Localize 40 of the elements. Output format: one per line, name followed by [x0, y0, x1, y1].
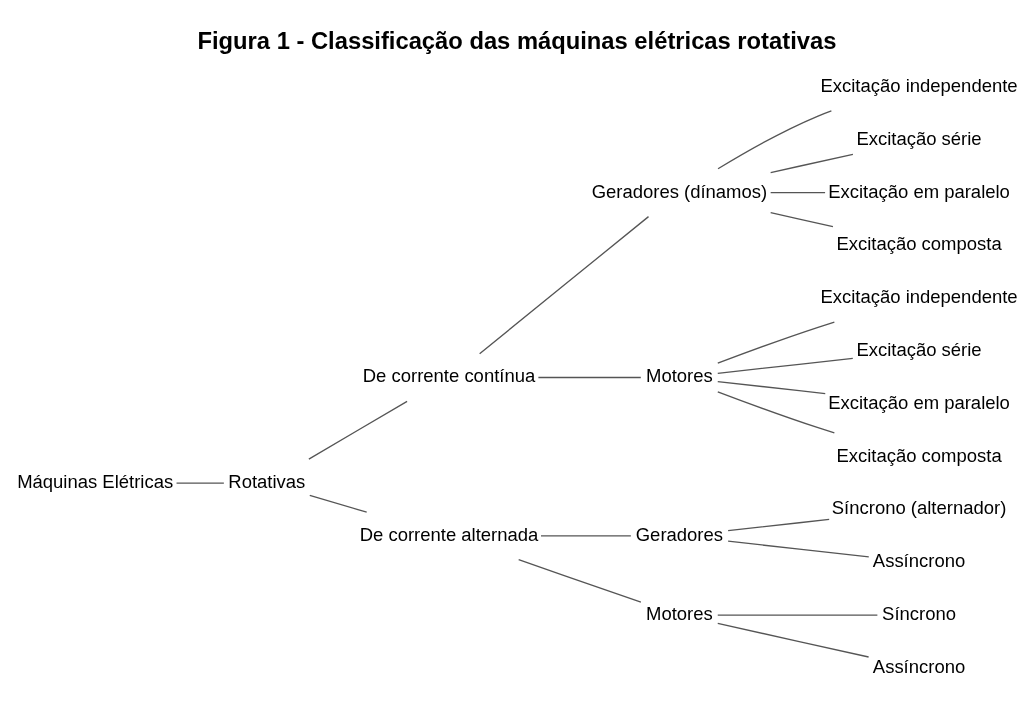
connector [308, 400, 408, 460]
node-text: Geradores [635, 523, 724, 545]
node-text: Excitação série [856, 127, 982, 149]
connector [309, 494, 368, 513]
node-text: Excitação independente [820, 286, 1018, 308]
node-text: Excitação em paralelo [828, 180, 1010, 202]
diagram-title: Figura 1 - Classificação das máquinas elétricas rotativas [197, 27, 837, 55]
connector [717, 391, 835, 434]
connector [717, 622, 870, 658]
connector [770, 153, 854, 174]
connector [717, 380, 826, 395]
connector [717, 357, 854, 375]
node-text: Excitação em paralelo [828, 391, 1010, 413]
node-text: Máquinas Elétricas [17, 470, 174, 492]
connector [717, 321, 835, 364]
connector [770, 192, 826, 194]
connector [478, 215, 650, 355]
connector [717, 110, 833, 170]
node-text: Assíncrono [872, 550, 966, 572]
node-text: Excitação composta [836, 444, 1002, 466]
node-text: Excitação independente [820, 74, 1018, 96]
connector [770, 212, 834, 228]
connector [175, 482, 225, 484]
connector [537, 376, 642, 379]
node-text: Excitação composta [836, 233, 1002, 255]
connector [717, 614, 879, 616]
node-text: Rotativas [228, 470, 306, 492]
node-text: Excitação série [856, 338, 982, 360]
node-text: Motores [646, 603, 713, 625]
connector [727, 518, 830, 532]
connector [540, 535, 632, 537]
node-text: De corrente contínua [362, 365, 536, 387]
connector [518, 559, 642, 603]
node-text: Síncrono [882, 603, 956, 625]
node-text: Motores [646, 365, 713, 387]
node-text: Geradores (dínamos) [591, 180, 768, 202]
node-text: Assíncrono [872, 655, 966, 677]
connector [727, 540, 870, 558]
node-text: Síncrono (alternador) [831, 497, 1007, 519]
node-text: De corrente alternada [359, 523, 539, 545]
